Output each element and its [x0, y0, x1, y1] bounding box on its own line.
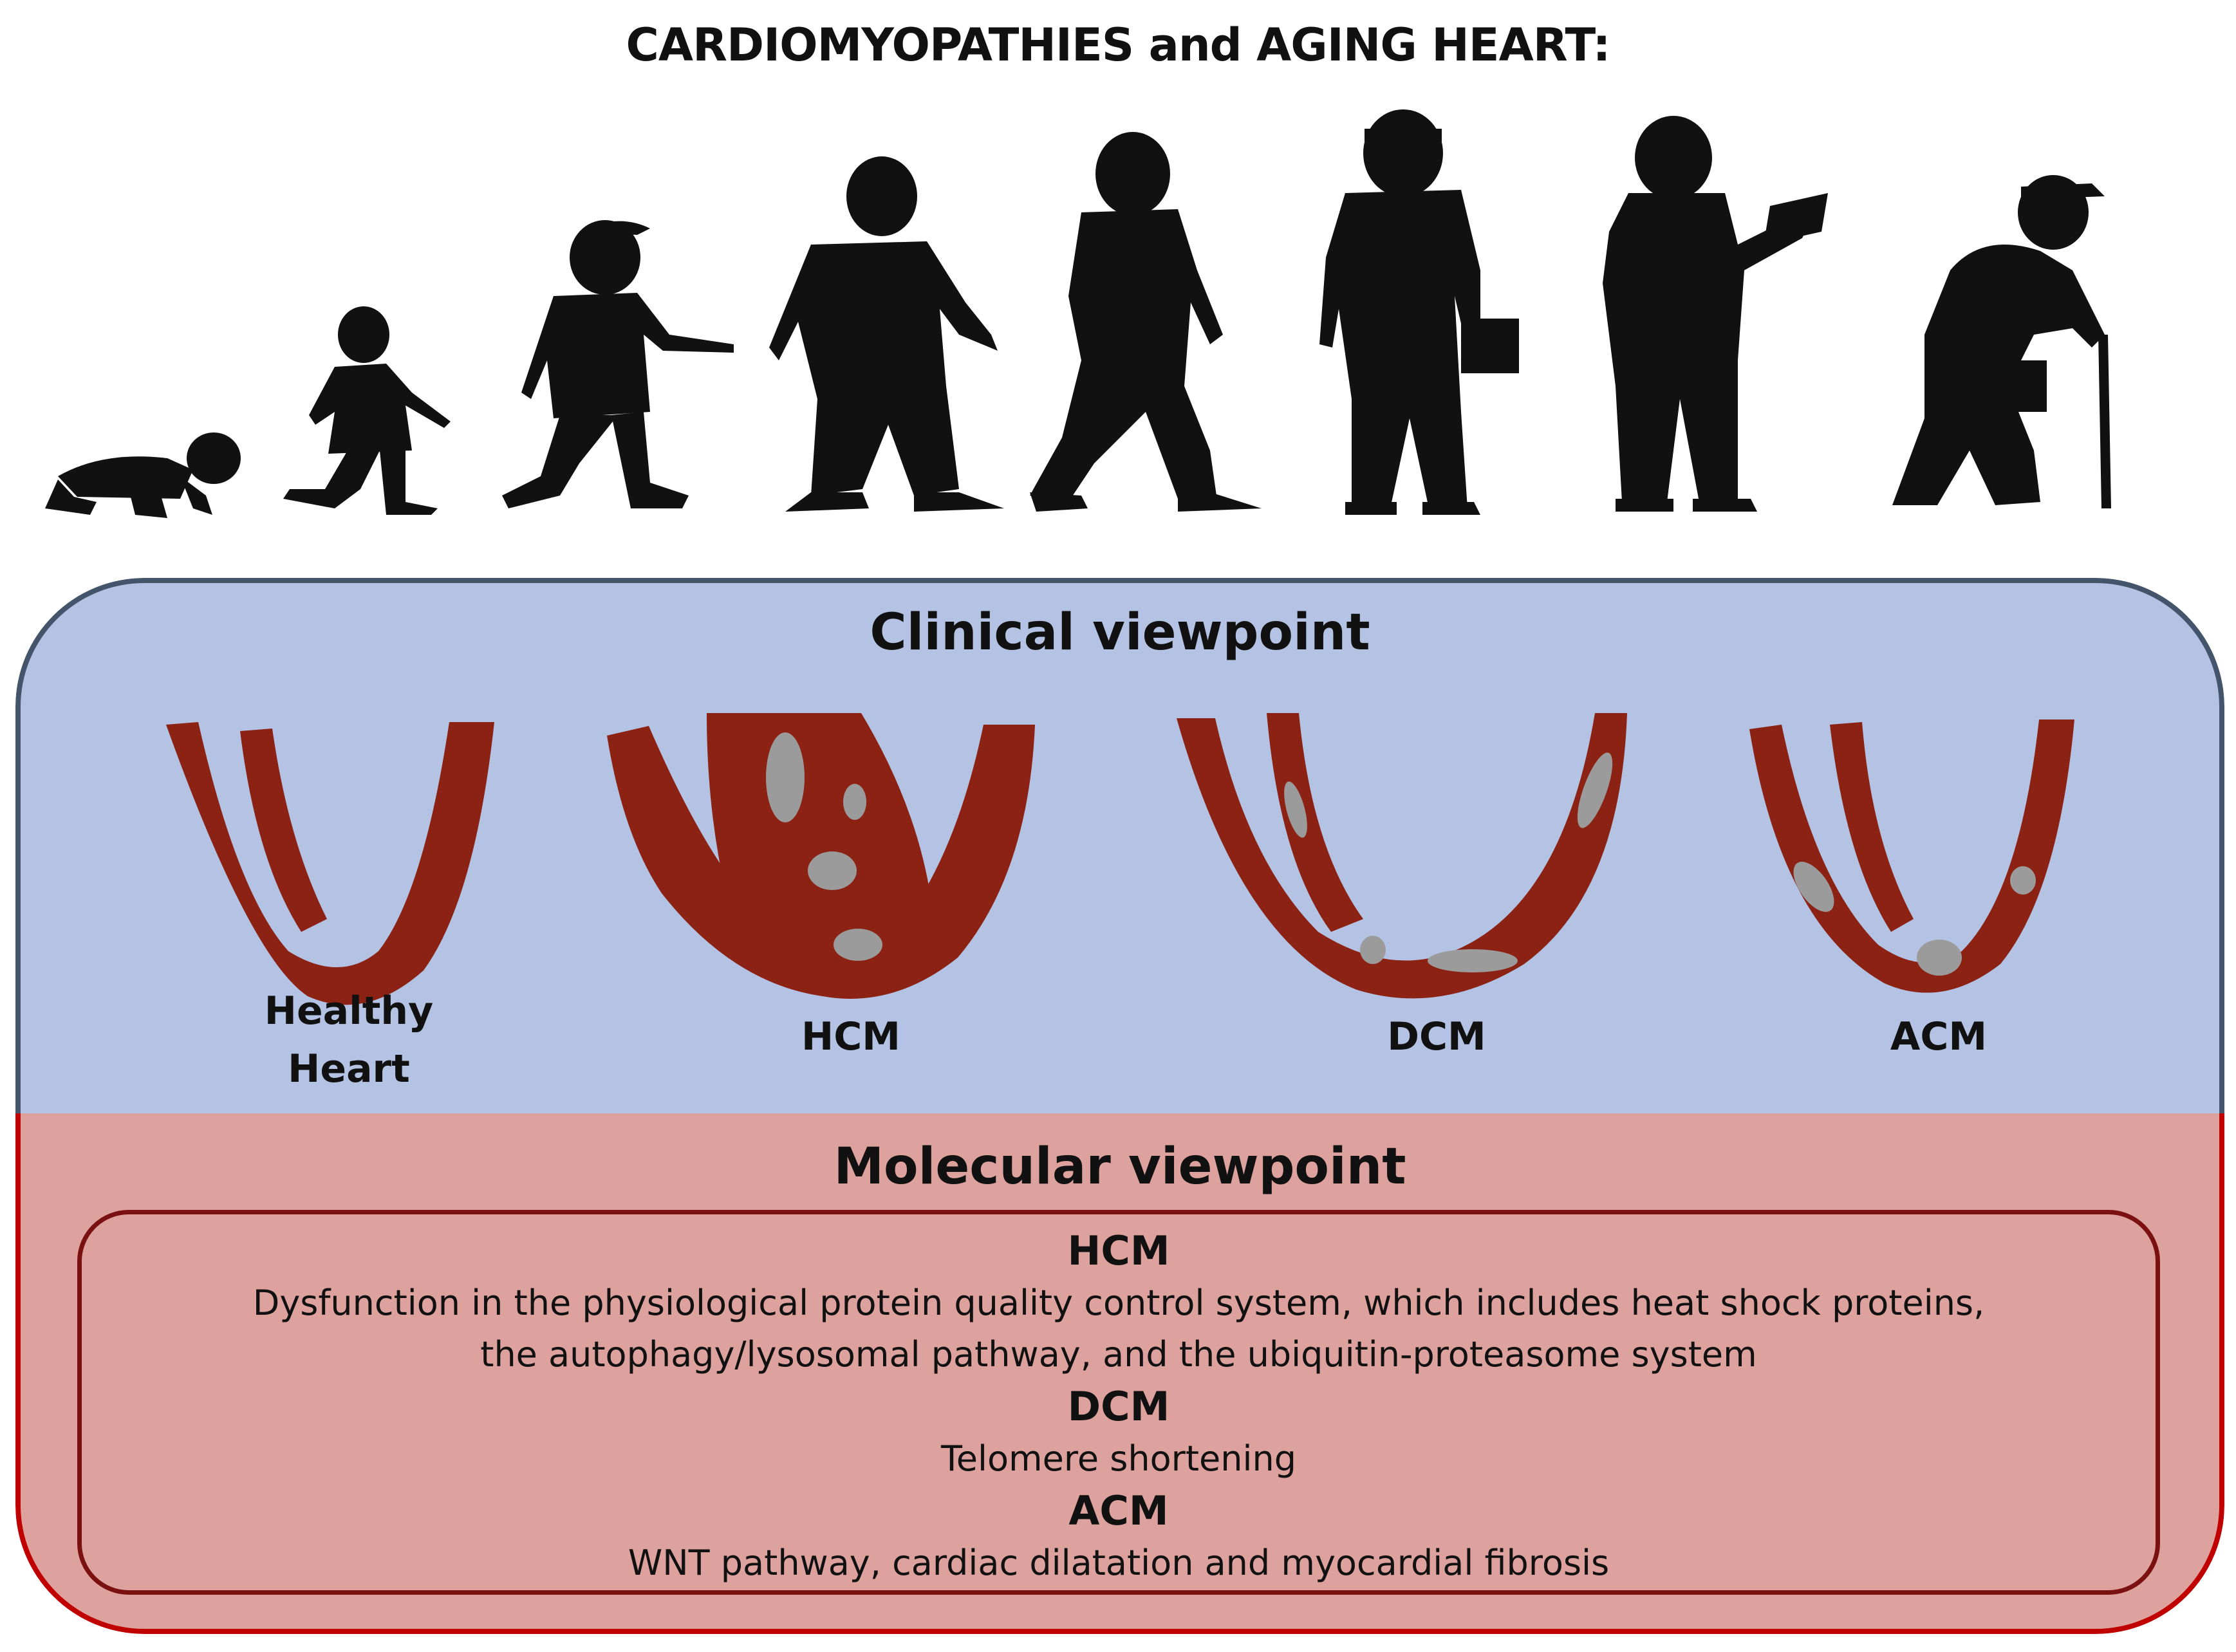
- child-icon: [502, 220, 734, 508]
- hearts-row: [166, 713, 2074, 1005]
- fibrosis-patches: [1793, 862, 2036, 976]
- teen-icon: [769, 156, 1004, 512]
- life-stages-row: [45, 109, 2111, 518]
- molecular-hcm-text: Dysfunction in the physiological protein…: [252, 1283, 1985, 1323]
- figure-title: CARDIOMYOPATHIES and AGING HEART:: [626, 19, 1611, 71]
- molecular-hcm-text: the autophagy/lysosomal pathway, and the…: [480, 1334, 1757, 1375]
- healthy-heart-label: Healthy Heart: [227, 982, 471, 1098]
- molecular-viewpoint-title: Molecular viewpoint: [834, 1138, 1406, 1196]
- crawling-baby-icon: [45, 432, 241, 518]
- molecular-dcm-text: Telomere shortening: [940, 1438, 1297, 1479]
- viewpoints-panel: Clinical viewpoint: [15, 578, 2224, 1634]
- molecular-hcm-heading: HCM: [1067, 1227, 1170, 1274]
- clinical-viewpoint-title: Clinical viewpoint: [870, 604, 1370, 662]
- healthy-heart-diagram: [166, 722, 494, 1005]
- adult-reading-icon: [1603, 116, 1828, 512]
- fibrosis-patches: [766, 732, 882, 961]
- molecular-acm-heading: ACM: [1068, 1487, 1169, 1534]
- young-adult-icon: [1030, 132, 1262, 512]
- molecular-details-box: HCM Dysfunction in the physiological pro…: [77, 1210, 2160, 1595]
- dcm-heart-diagram: [1177, 713, 1627, 999]
- hcm-heart-label: HCM: [801, 1014, 900, 1059]
- molecular-acm-text: WNT pathway, cardiac dilatation and myoc…: [628, 1543, 1610, 1583]
- healthy-heart-label-line: Healthy: [264, 988, 434, 1034]
- adult-with-briefcase-icon: [1319, 109, 1519, 515]
- clinical-section: Clinical viewpoint: [15, 578, 2224, 1113]
- dcm-heart-label: DCM: [1387, 1014, 1486, 1059]
- fibrosis-patches: [1284, 752, 1613, 972]
- toddler-icon: [283, 306, 451, 515]
- acm-heart-diagram: [1749, 719, 2074, 993]
- molecular-section: Molecular viewpoint: [15, 1113, 2224, 1634]
- hcm-heart-diagram: [607, 713, 1035, 999]
- elderly-with-cane-icon: [1892, 175, 2111, 508]
- molecular-dcm-heading: DCM: [1067, 1383, 1170, 1430]
- acm-heart-label: ACM: [1890, 1014, 1988, 1059]
- healthy-heart-label-line: Heart: [288, 1046, 410, 1091]
